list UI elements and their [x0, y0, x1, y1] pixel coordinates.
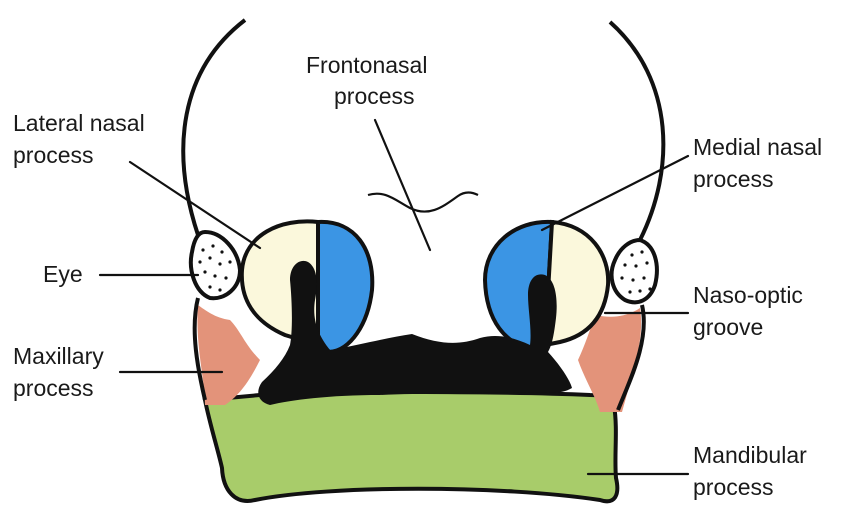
label-frontonasal-line1: Frontonasal: [306, 52, 427, 78]
label-frontonasal-line2: process: [334, 83, 415, 109]
medial-nasal-process-left: [318, 222, 372, 352]
maxillary-process-left: [197, 305, 260, 405]
label-naso-optic-line1: Naso-optic: [693, 282, 803, 308]
label-mandibular-line2: process: [693, 474, 774, 500]
label-maxillary-line1: Maxillary: [13, 343, 104, 369]
label-naso-optic-line2: groove: [693, 314, 763, 340]
forehead-wavy-line: [368, 193, 478, 212]
mandibular-process: [205, 392, 617, 501]
leader-frontonasal: [375, 120, 430, 250]
label-maxillary-line2: process: [13, 375, 94, 401]
label-lateral-nasal-line2: process: [13, 142, 94, 168]
label-lateral-nasal-line1: Lateral nasal: [13, 110, 145, 136]
eye-left: [191, 232, 240, 298]
eye-right: [612, 240, 657, 302]
label-medial-nasal-line1: Medial nasal: [693, 134, 822, 160]
leader-medial-nasal: [542, 156, 688, 230]
label-mandibular-line1: Mandibular: [693, 442, 807, 468]
head-outline-right: [610, 22, 663, 240]
label-eye: Eye: [43, 261, 83, 287]
label-medial-nasal-line2: process: [693, 166, 774, 192]
leader-lateral-nasal: [130, 162, 260, 248]
